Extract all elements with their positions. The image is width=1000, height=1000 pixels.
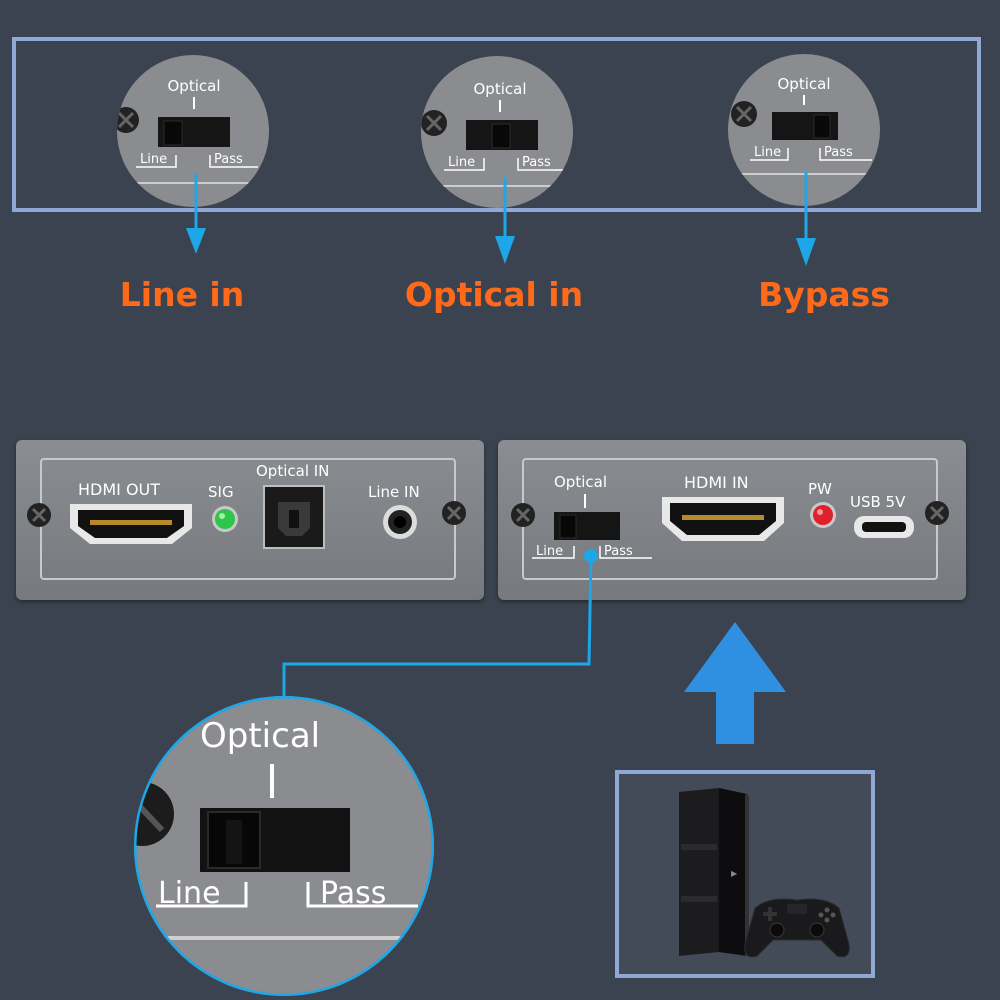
sig-led-icon — [212, 506, 238, 532]
line-label: Line — [754, 145, 781, 160]
switch-closeup-line: Optical Line Pass — [117, 55, 269, 207]
optical-in-port — [263, 485, 325, 549]
arrow-down-icon — [186, 174, 206, 254]
pass-label: Pass — [824, 145, 853, 160]
pass-label: Pass — [604, 544, 633, 559]
zoom-optical-label: Optical — [200, 716, 321, 756]
switch-zoom — [134, 696, 434, 996]
usb-port — [854, 516, 914, 538]
mode-label-line-in: Line in — [119, 275, 245, 314]
zoom-line-label: Line — [158, 876, 221, 911]
pass-label: Pass — [522, 155, 551, 170]
line-label: Line — [448, 155, 475, 170]
switch-knob — [813, 114, 831, 139]
gamepad-icon — [744, 898, 850, 958]
optical-label: Optical — [554, 473, 607, 491]
arrow-up-icon — [684, 622, 786, 744]
pw-label: PW — [808, 480, 832, 498]
switch-knob — [163, 120, 183, 146]
zoom-pass-label: Pass — [320, 876, 387, 911]
usb-label: USB 5V — [850, 493, 906, 511]
optical-label: Optical — [168, 77, 221, 95]
input-panel: Optical Line Pass HDMI IN PW USB 5V — [498, 440, 966, 600]
screw-icon — [27, 503, 51, 527]
switch-closeup-optical: Optical Line Pass — [421, 56, 573, 208]
mode-switch[interactable] — [528, 492, 658, 564]
mode-label-optical-in: Optical in — [404, 275, 584, 314]
console-frame: ▶ — [615, 770, 875, 978]
line-in-jack — [383, 505, 417, 539]
hdmi-in-label: HDMI IN — [684, 473, 749, 492]
switch-knob[interactable] — [559, 514, 577, 539]
switch-knob — [491, 123, 511, 149]
hdmi-out-port — [70, 504, 192, 544]
arrow-down-icon — [796, 172, 816, 266]
line-label: Line — [536, 544, 564, 559]
output-panel: HDMI OUT SIG Optical IN Line IN — [16, 440, 484, 600]
game-console-icon: ▶ — [679, 788, 850, 958]
mode-label-bypass: Bypass — [758, 275, 890, 314]
screw-icon — [925, 501, 949, 525]
pointer-arrows — [186, 172, 816, 266]
switch-modes-frame — [12, 37, 981, 212]
pass-label: Pass — [214, 152, 243, 167]
line-in-label: Line IN — [368, 483, 420, 501]
hdmi-in-port — [662, 497, 784, 541]
optical-label: Optical — [778, 75, 831, 93]
sig-label: SIG — [208, 483, 234, 501]
optical-in-label: Optical IN — [256, 462, 330, 480]
screw-icon — [511, 503, 535, 527]
arrow-down-icon — [495, 178, 515, 264]
screw-icon — [442, 501, 466, 525]
hdmi-out-label: HDMI OUT — [78, 480, 161, 499]
line-label: Line — [140, 152, 167, 167]
svg-text:▶: ▶ — [731, 869, 738, 878]
pw-led-icon — [810, 502, 836, 528]
optical-label: Optical — [474, 80, 527, 98]
zoom-connector — [282, 549, 598, 698]
switch-closeup-bypass: Optical Line Pass — [728, 54, 880, 206]
